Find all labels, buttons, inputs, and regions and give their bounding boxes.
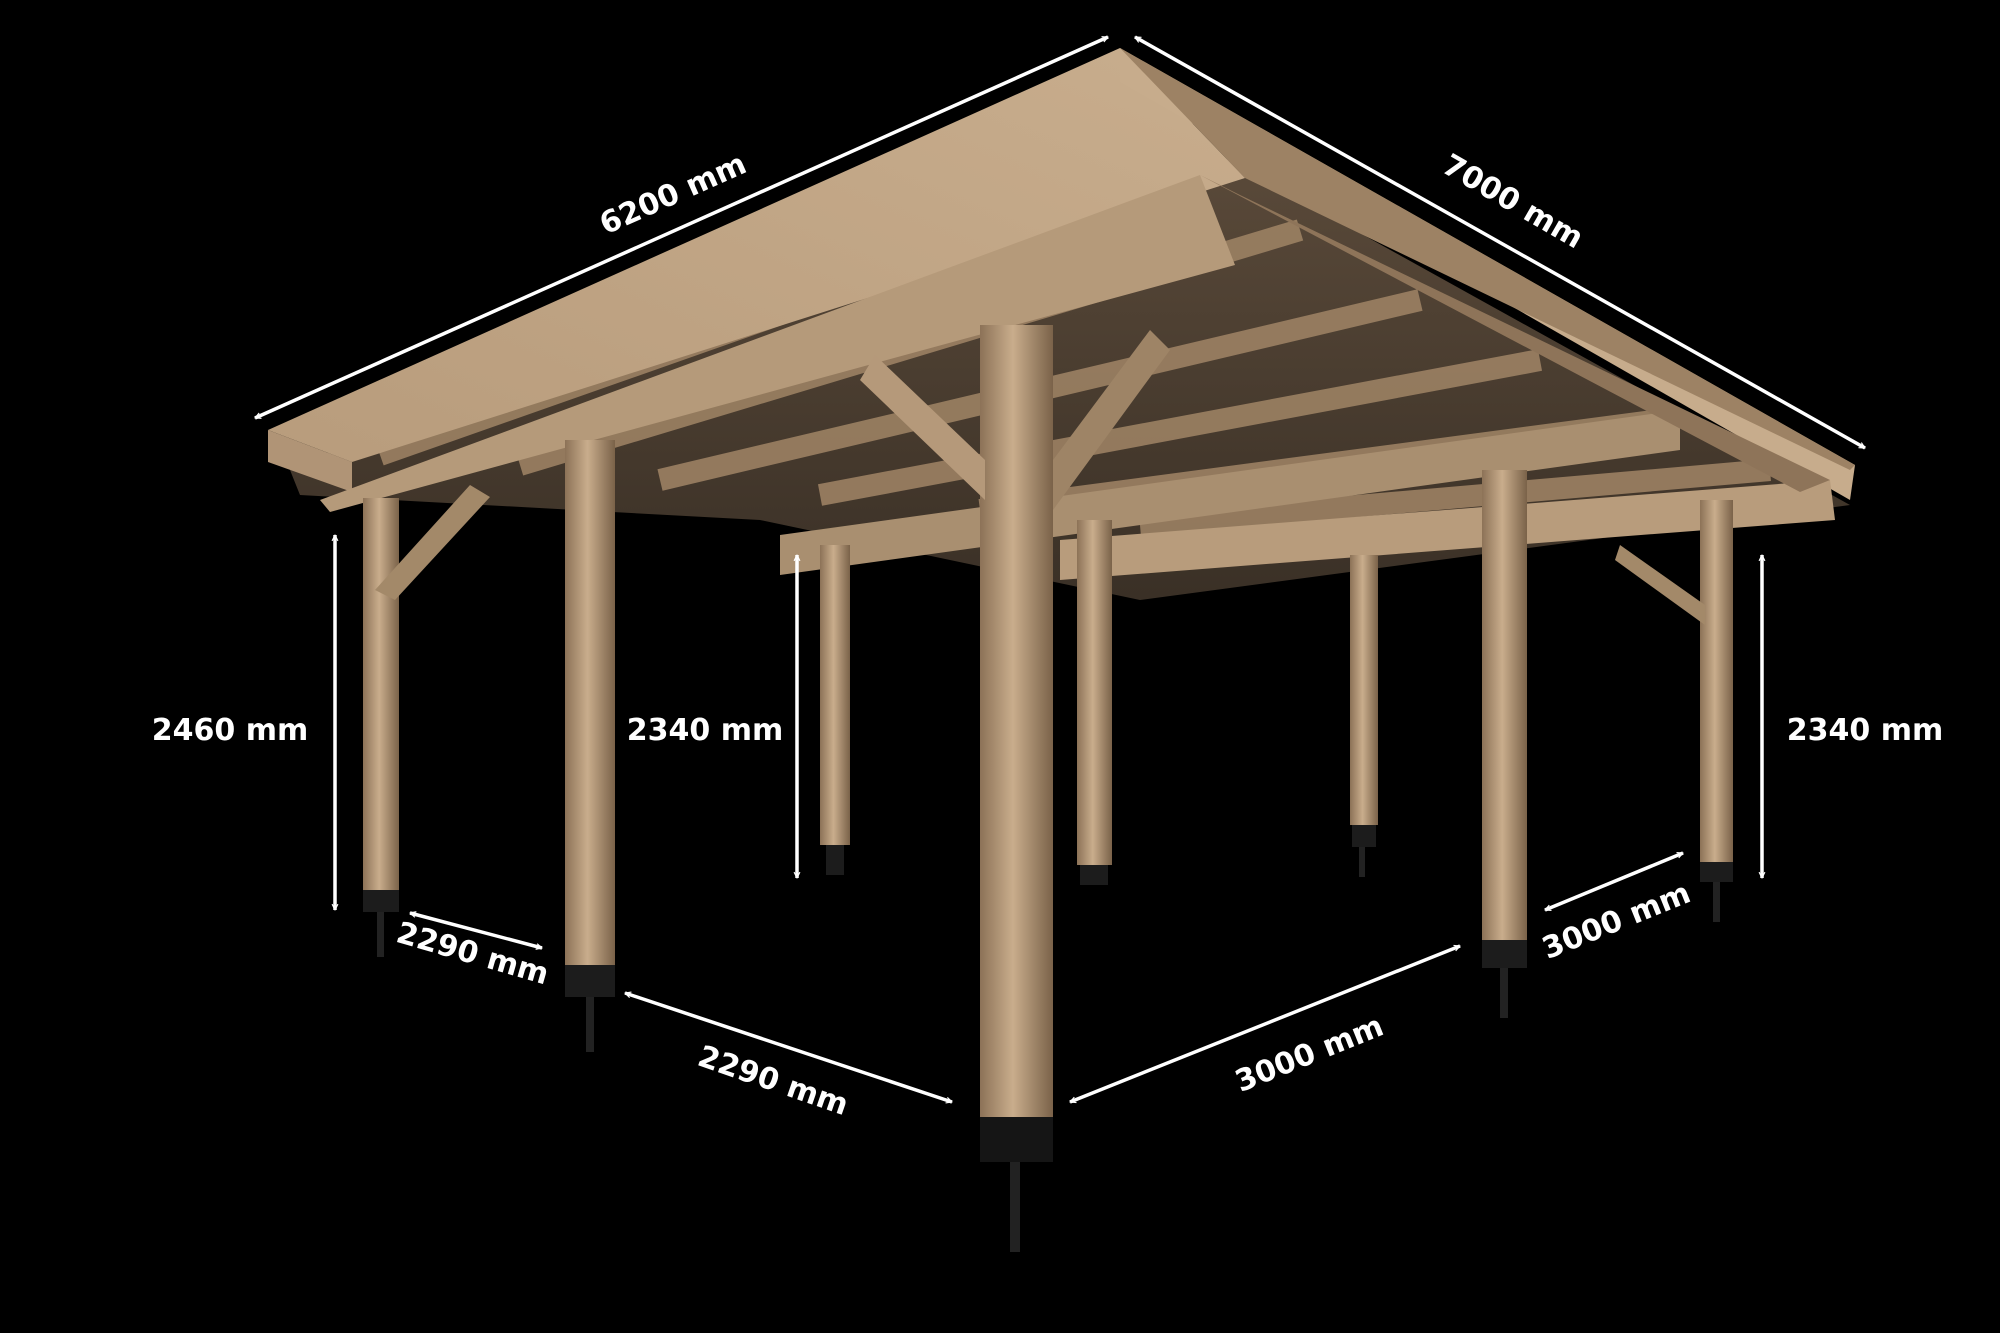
post-right-middle bbox=[1482, 470, 1527, 1018]
arrow-roof-length bbox=[1135, 35, 1865, 450]
dimension-arrows bbox=[255, 35, 1865, 1104]
post-front-corner bbox=[980, 325, 1053, 1252]
label-height-right: 2340 mm bbox=[1787, 713, 1943, 748]
label-height-left: 2460 mm bbox=[152, 713, 308, 748]
side-beam bbox=[1060, 480, 1835, 580]
label-short-span-2: 2290 mm bbox=[693, 1039, 852, 1123]
brace-left bbox=[375, 485, 490, 600]
post-far-back bbox=[1350, 555, 1378, 877]
roof bbox=[268, 48, 1855, 600]
post-left-middle bbox=[565, 440, 615, 1052]
arrow-long-span-2 bbox=[1545, 851, 1683, 912]
label-long-span-1: 3000 mm bbox=[1230, 1009, 1388, 1100]
arrow-roof-width bbox=[255, 35, 1108, 420]
label-roof-length: 7000 mm bbox=[1436, 148, 1589, 257]
roof-fascia-left bbox=[268, 430, 352, 492]
brace-right bbox=[1615, 545, 1705, 625]
post-back-middle bbox=[820, 545, 850, 875]
post-right-corner bbox=[1700, 500, 1733, 922]
arrow-short-span-1 bbox=[410, 913, 542, 948]
label-short-span-1: 2290 mm bbox=[393, 915, 553, 992]
label-long-span-2: 3000 mm bbox=[1537, 876, 1695, 967]
arrow-short-span-2 bbox=[625, 991, 952, 1104]
post-left-corner bbox=[363, 498, 399, 957]
post-back-center bbox=[1077, 520, 1112, 885]
label-height-middle: 2340 mm bbox=[627, 713, 783, 748]
arrow-long-span-1 bbox=[1070, 944, 1460, 1104]
